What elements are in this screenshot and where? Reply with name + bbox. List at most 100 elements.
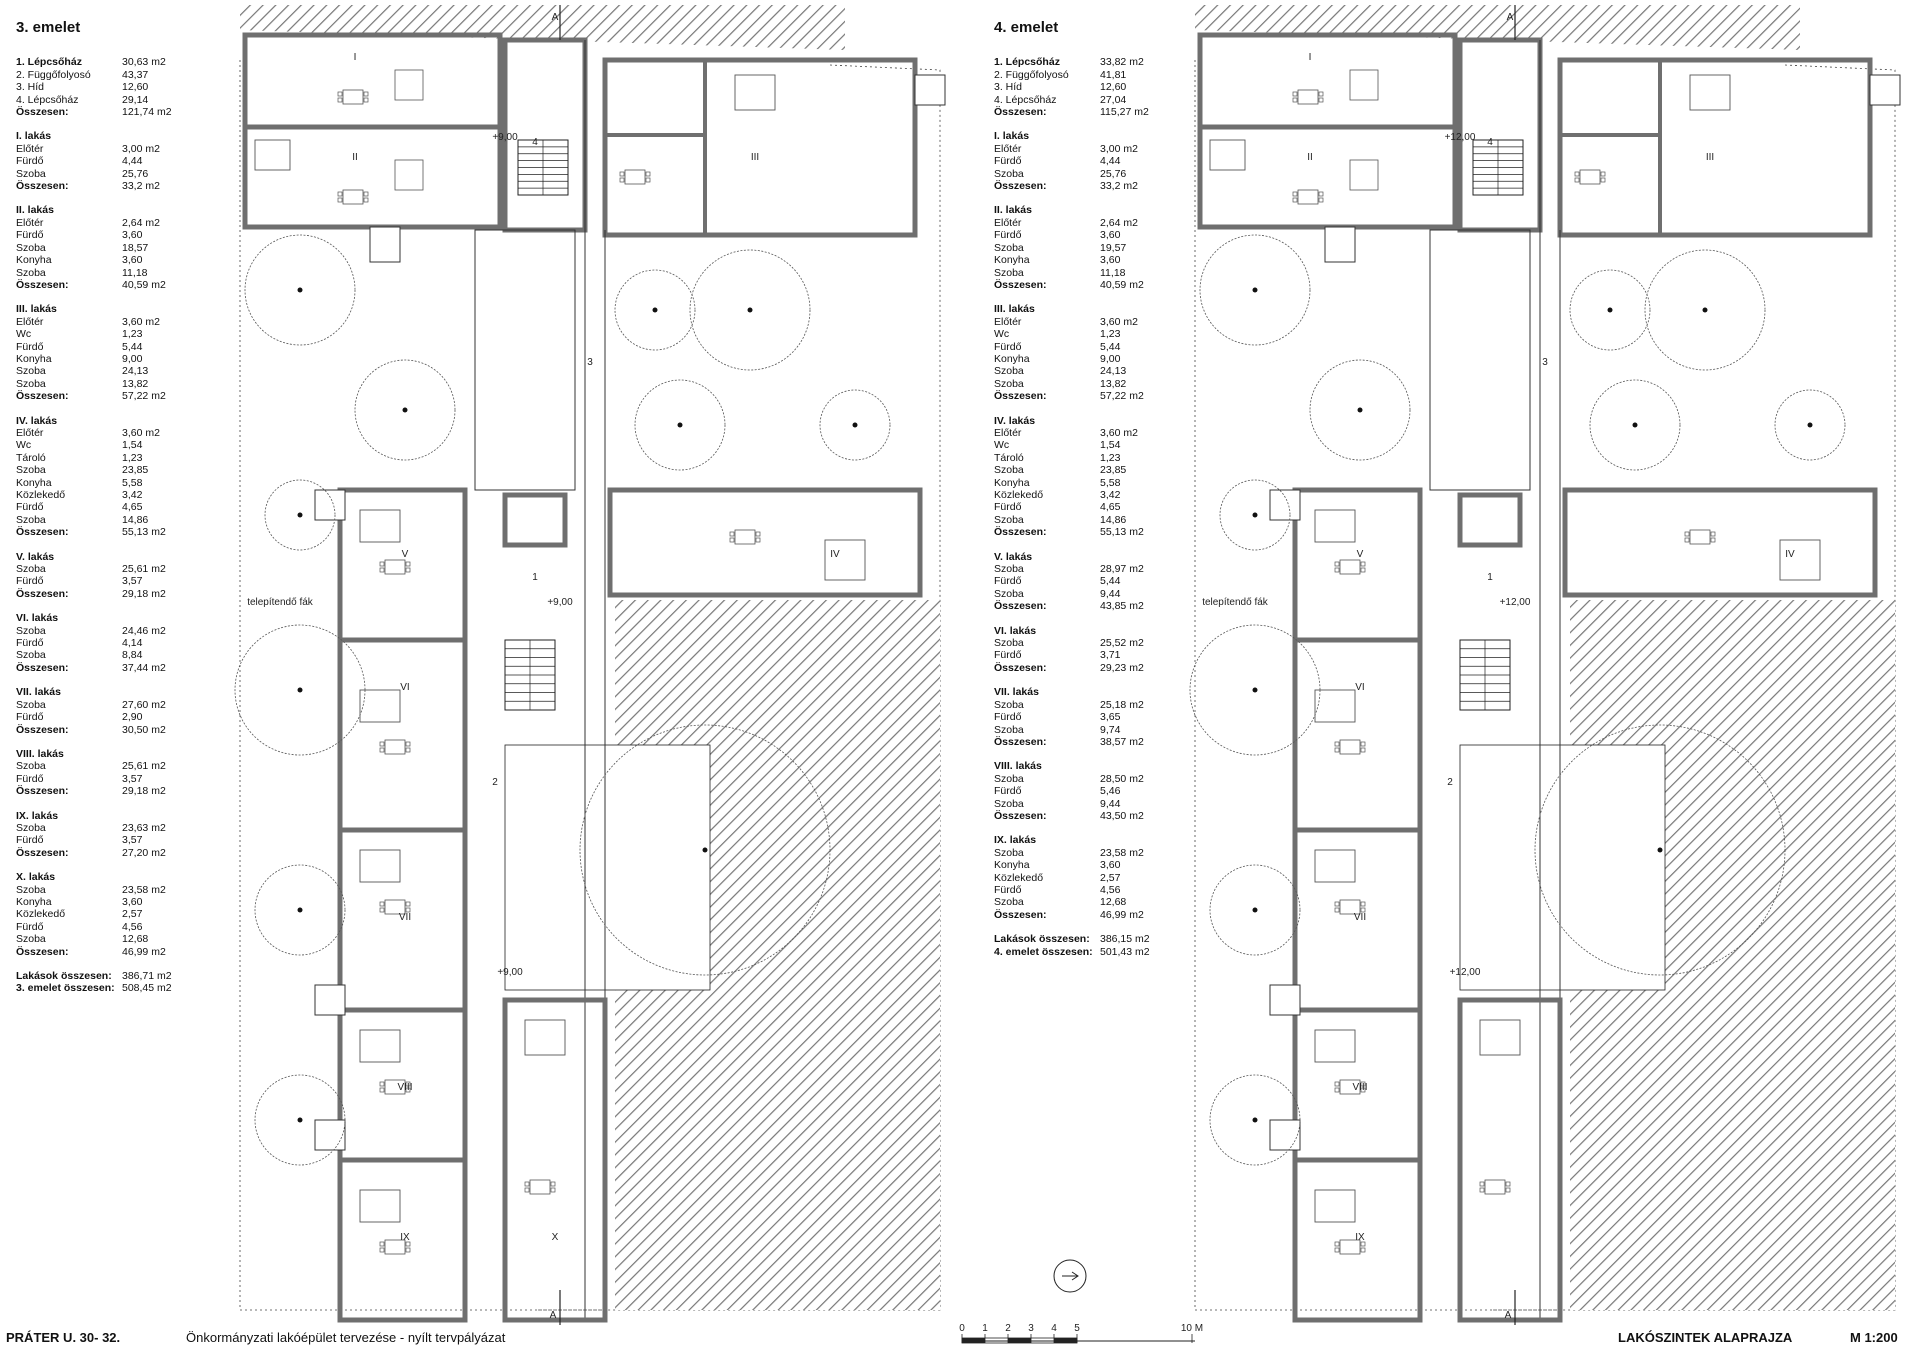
area-label: Szoba — [994, 563, 1024, 576]
area-label: 4. emelet összesen: — [994, 945, 1093, 958]
area-label: V. lakás — [994, 550, 1033, 563]
unit-label: VIII — [397, 1082, 412, 1093]
area-row: Összesen:46,99 m2 — [994, 909, 1194, 921]
area-row: Összesen:38,57 m2 — [994, 736, 1194, 748]
core-label: 3 — [1542, 357, 1548, 368]
balcony — [1869, 74, 1901, 106]
tree-trunk-icon — [297, 512, 303, 518]
area-label: Konyha — [994, 859, 1030, 872]
area-row: Összesen:43,85 m2 — [994, 600, 1194, 612]
area-label: Szoba — [16, 365, 46, 378]
unit-walls — [1457, 997, 1563, 1323]
neighbour-hatch — [240, 5, 845, 50]
area-value: 2,64 m2 — [122, 216, 160, 229]
area-label: Fürdő — [994, 229, 1022, 242]
area-value: 27,20 m2 — [122, 846, 166, 859]
area-value: 3,42 — [1100, 489, 1121, 501]
area-value: 25,18 m2 — [1100, 698, 1144, 711]
unit-label: VI — [400, 682, 409, 693]
unit-walls — [1562, 487, 1878, 598]
area-row: Összesen:57,22 m2 — [994, 390, 1194, 402]
tree-trunk-icon — [297, 687, 303, 693]
area-value: 1,54 — [1100, 439, 1121, 452]
scale-tick-label: 1 — [982, 1323, 988, 1334]
chair-icon — [379, 747, 385, 753]
chair-icon — [379, 1241, 385, 1247]
area-value: 1,23 — [1100, 328, 1121, 341]
chair-icon — [645, 177, 651, 183]
scale-bar — [961, 1337, 1195, 1344]
chair-icon — [379, 1081, 385, 1087]
tree-trunk-icon — [297, 907, 303, 913]
area-row: Összesen:37,44 m2 — [16, 662, 216, 674]
area-value: 40,59 m2 — [122, 278, 166, 291]
area-label: Lakások összesen: — [16, 970, 112, 982]
area-label: Összesen: — [994, 278, 1047, 291]
chair-icon — [405, 901, 411, 907]
area-value: 30,63 m2 — [122, 56, 166, 69]
unit-label: I — [354, 52, 357, 63]
unit-label: IX — [1355, 1232, 1365, 1243]
chair-icon — [1334, 1081, 1340, 1087]
area-label: 3. emelet összesen: — [16, 982, 115, 995]
area-value: 43,37 — [122, 68, 149, 81]
chair-icon — [1505, 1187, 1511, 1193]
area-row: Összesen:121,74 m2 — [16, 106, 216, 118]
tree-icon — [1774, 389, 1846, 461]
chair-icon — [405, 741, 411, 747]
chair-icon — [363, 191, 369, 197]
area-label: Szoba — [16, 563, 46, 576]
tree-trunk-icon — [1632, 422, 1638, 428]
unit-label: IV — [1785, 549, 1795, 560]
tree-trunk-icon — [402, 407, 408, 413]
bed-icon — [254, 139, 291, 171]
area-row: III. lakás — [16, 303, 216, 315]
table-icon — [1579, 169, 1601, 185]
unit-walls — [242, 32, 503, 130]
area-label: Fürdő — [994, 155, 1022, 168]
tree-icon — [254, 1074, 346, 1166]
level-mark: +9,00 — [492, 132, 518, 143]
balcony — [1324, 226, 1356, 263]
area-label: 2. Függőfolyosó — [16, 68, 91, 81]
chair-icon — [1360, 1087, 1366, 1093]
area-label: 2. Függőfolyosó — [994, 68, 1069, 81]
chair-icon — [363, 97, 369, 103]
chair-icon — [1334, 561, 1340, 567]
tree-icon — [254, 864, 346, 956]
area-value: 2,64 m2 — [1100, 216, 1138, 229]
level-mark: +12,00 — [1500, 597, 1531, 608]
chair-icon — [1334, 741, 1340, 747]
area-value: 12,68 — [1100, 896, 1127, 909]
chair-icon — [379, 567, 385, 573]
area-label: Összesen: — [16, 180, 69, 193]
area-label: IV. lakás — [994, 414, 1036, 427]
area-label: Közlekedő — [16, 489, 66, 501]
bath-icon — [1349, 69, 1379, 101]
area-label: 4. Lépcsőház — [994, 93, 1057, 106]
area-value: 40,59 m2 — [1100, 278, 1144, 291]
area-label: Fürdő — [994, 711, 1022, 724]
